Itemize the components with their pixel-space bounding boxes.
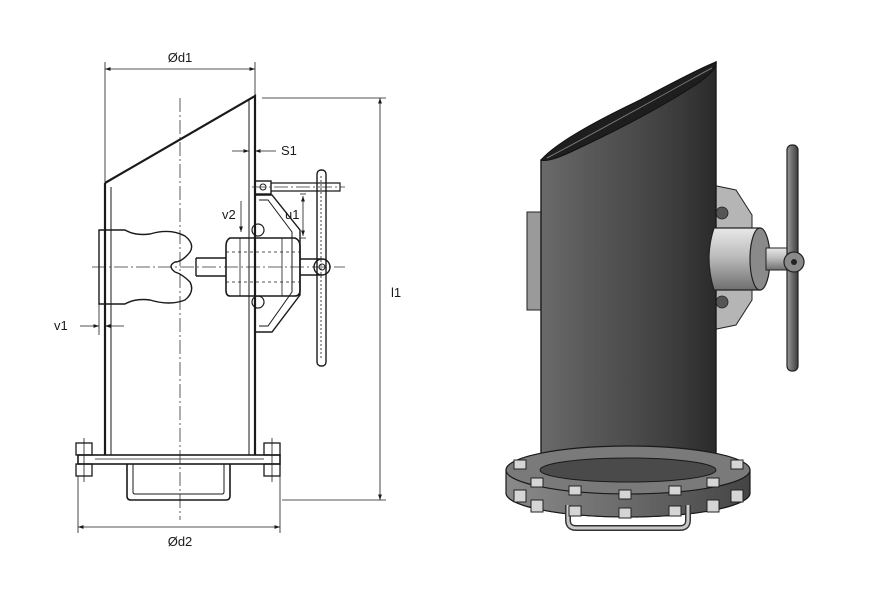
lever-holder bbox=[252, 180, 345, 195]
pin-hole-icon bbox=[791, 259, 797, 265]
dimension-l1: l1 bbox=[262, 97, 401, 501]
render-hub bbox=[708, 227, 795, 291]
render-opening bbox=[540, 61, 717, 161]
bracket-hole-icon bbox=[715, 206, 729, 220]
bottom-flange bbox=[75, 438, 281, 501]
render-view bbox=[505, 60, 805, 531]
label-l1: l1 bbox=[391, 285, 401, 300]
dimension-v1: v1 bbox=[54, 304, 124, 352]
shaft-housing bbox=[195, 237, 331, 297]
section-view: Ød1 l1 S1 u1 v2 bbox=[54, 50, 401, 549]
label-v2: v2 bbox=[222, 207, 236, 222]
render-bolts bbox=[513, 459, 744, 519]
label-d2: Ød2 bbox=[168, 534, 193, 549]
dimension-u1: u1 bbox=[285, 193, 306, 239]
lever-handle bbox=[316, 169, 327, 367]
mounting-plate bbox=[98, 229, 193, 305]
bracket-hole-icon bbox=[715, 295, 729, 309]
dimension-d2: Ød2 bbox=[77, 476, 281, 549]
label-s1: S1 bbox=[281, 143, 297, 158]
label-d1: Ød1 bbox=[168, 50, 193, 65]
dimension-d1: Ød1 bbox=[104, 50, 256, 183]
label-v1: v1 bbox=[54, 318, 68, 333]
label-u1: u1 bbox=[285, 207, 299, 222]
side-plate bbox=[526, 211, 542, 311]
dimension-v2: v2 bbox=[222, 201, 243, 232]
dimension-s1: S1 bbox=[232, 143, 297, 158]
